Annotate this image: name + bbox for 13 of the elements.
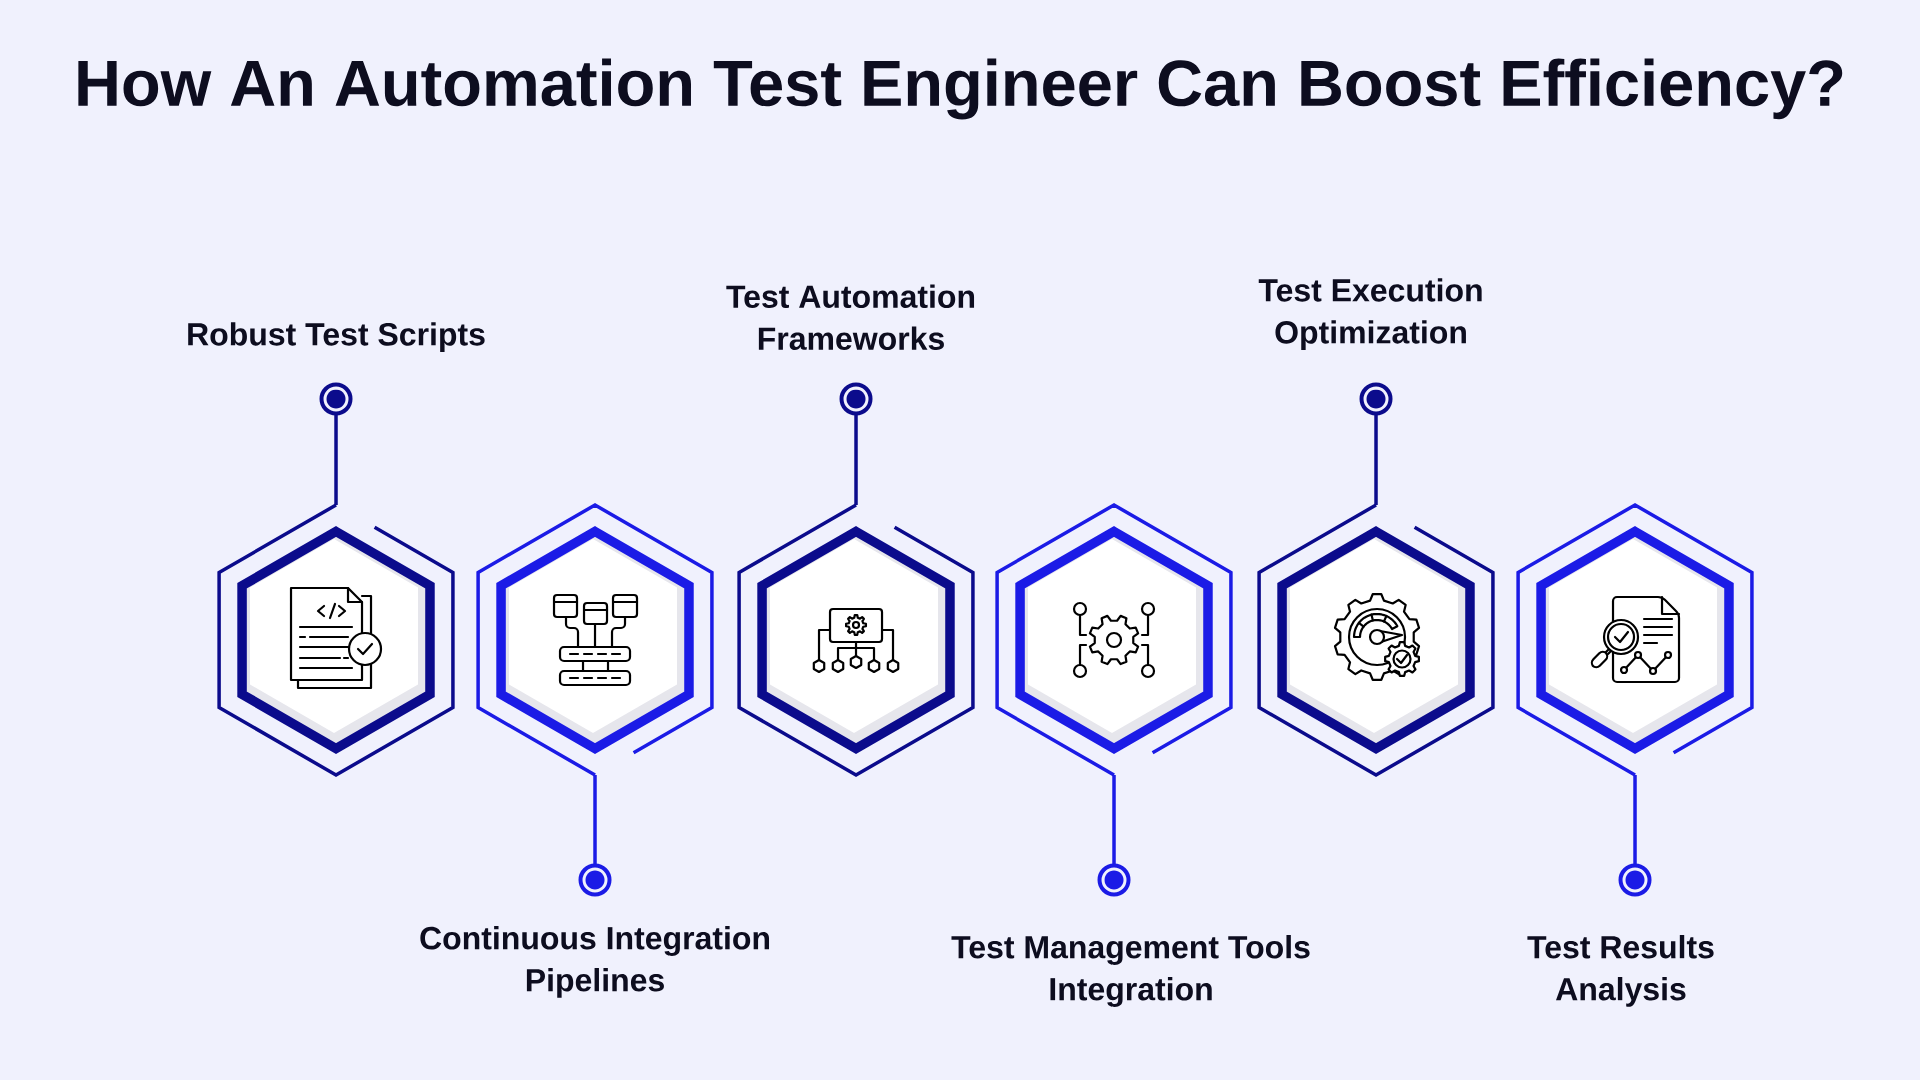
item-title: Robust Test Scripts [188,322,485,352]
item-title: Test Management Tools Integration [951,935,1310,1007]
leader-line [578,775,612,897]
leader-line [319,382,353,505]
item-title: Test Results Analysis [1527,935,1714,1007]
leader-line [1359,382,1393,505]
leader-line [839,382,873,505]
item-title: Continuous Integration Pipelines [420,926,769,998]
leader-line [1618,775,1652,897]
item-title: Test Execution Optimization [1258,278,1482,350]
title: How An Automation Test Engineer Can Boost Efficiency? [78,58,1843,120]
leader-line [1097,775,1131,897]
item-title: Test Automation Frameworks [726,284,975,350]
